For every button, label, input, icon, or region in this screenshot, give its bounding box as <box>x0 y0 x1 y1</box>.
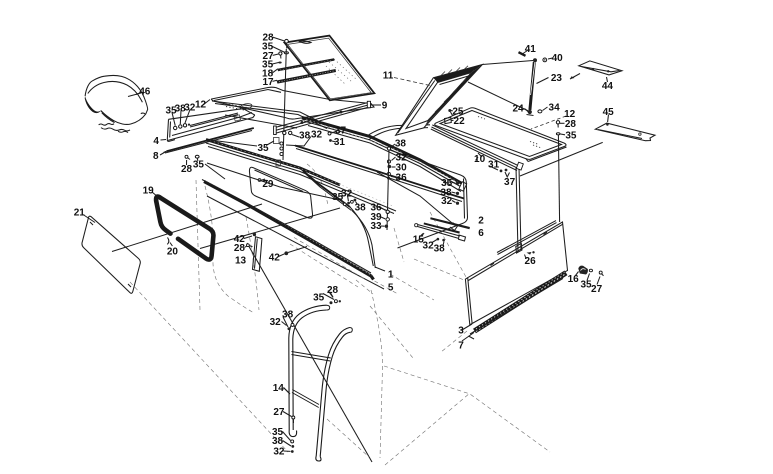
svg-text:6: 6 <box>478 228 484 239</box>
svg-text:17: 17 <box>262 77 274 88</box>
svg-text:35: 35 <box>441 178 453 189</box>
svg-text:27: 27 <box>262 51 274 62</box>
svg-text:32: 32 <box>270 317 282 328</box>
svg-text:45: 45 <box>603 107 615 118</box>
svg-text:28: 28 <box>565 119 577 130</box>
svg-text:8: 8 <box>153 151 159 162</box>
svg-text:19: 19 <box>143 186 155 197</box>
svg-text:36: 36 <box>370 203 382 214</box>
svg-text:35: 35 <box>580 280 592 291</box>
svg-text:20: 20 <box>167 247 179 258</box>
svg-text:2: 2 <box>478 216 484 227</box>
svg-text:44: 44 <box>602 81 614 92</box>
svg-text:38: 38 <box>355 203 367 214</box>
svg-text:37: 37 <box>504 177 516 188</box>
svg-text:42: 42 <box>234 234 246 245</box>
svg-text:32: 32 <box>311 130 323 141</box>
svg-text:13: 13 <box>235 256 247 267</box>
svg-text:35: 35 <box>193 160 205 171</box>
svg-text:26: 26 <box>525 256 537 267</box>
svg-text:24: 24 <box>512 104 524 115</box>
svg-text:38: 38 <box>395 139 407 150</box>
svg-text:36: 36 <box>396 173 408 184</box>
svg-text:32: 32 <box>273 447 285 458</box>
svg-text:25: 25 <box>452 107 464 118</box>
svg-text:31: 31 <box>488 160 500 171</box>
svg-text:38: 38 <box>299 131 311 142</box>
svg-text:39: 39 <box>370 212 382 223</box>
svg-text:38: 38 <box>175 104 187 115</box>
svg-text:35: 35 <box>262 42 274 53</box>
svg-text:42: 42 <box>269 253 281 264</box>
svg-text:3: 3 <box>458 326 464 337</box>
svg-text:35: 35 <box>165 106 177 117</box>
svg-text:11: 11 <box>383 71 394 82</box>
svg-text:38: 38 <box>272 436 284 447</box>
svg-text:37: 37 <box>335 126 347 137</box>
svg-text:27: 27 <box>273 407 285 418</box>
svg-text:15: 15 <box>413 235 425 246</box>
svg-text:14: 14 <box>273 383 285 394</box>
svg-text:35: 35 <box>332 192 344 203</box>
svg-text:41: 41 <box>525 44 537 55</box>
svg-text:35: 35 <box>262 60 274 71</box>
svg-text:38: 38 <box>440 188 452 199</box>
svg-text:31: 31 <box>334 137 346 148</box>
svg-text:7: 7 <box>458 341 464 352</box>
svg-text:40: 40 <box>552 53 564 64</box>
svg-text:32: 32 <box>341 189 353 200</box>
svg-text:10: 10 <box>474 154 486 165</box>
svg-text:35: 35 <box>313 293 325 304</box>
svg-text:46: 46 <box>139 87 151 98</box>
svg-text:32: 32 <box>441 196 453 207</box>
svg-text:30: 30 <box>396 163 408 174</box>
svg-text:35: 35 <box>272 427 284 438</box>
svg-text:34: 34 <box>549 103 561 114</box>
svg-text:4: 4 <box>153 136 159 147</box>
svg-text:28: 28 <box>327 285 339 296</box>
svg-text:32: 32 <box>184 103 196 114</box>
svg-text:32: 32 <box>423 241 435 252</box>
svg-text:28: 28 <box>262 33 274 44</box>
svg-text:35: 35 <box>257 143 269 154</box>
svg-text:28: 28 <box>181 164 193 175</box>
svg-text:29: 29 <box>262 179 274 190</box>
svg-text:1: 1 <box>388 270 394 281</box>
svg-text:16: 16 <box>568 274 580 285</box>
svg-text:35: 35 <box>565 131 577 142</box>
svg-text:27: 27 <box>591 284 603 295</box>
svg-text:23: 23 <box>551 73 563 84</box>
svg-text:38: 38 <box>282 310 294 321</box>
svg-text:22: 22 <box>454 116 466 127</box>
svg-text:33: 33 <box>370 221 382 232</box>
svg-text:9: 9 <box>382 101 388 112</box>
svg-text:28: 28 <box>234 243 246 254</box>
svg-text:21: 21 <box>74 208 86 219</box>
svg-text:12: 12 <box>195 100 207 111</box>
svg-text:38: 38 <box>434 244 446 255</box>
svg-text:5: 5 <box>388 283 394 294</box>
svg-text:32: 32 <box>396 153 408 164</box>
svg-text:12: 12 <box>564 109 576 120</box>
svg-text:18: 18 <box>262 69 274 80</box>
